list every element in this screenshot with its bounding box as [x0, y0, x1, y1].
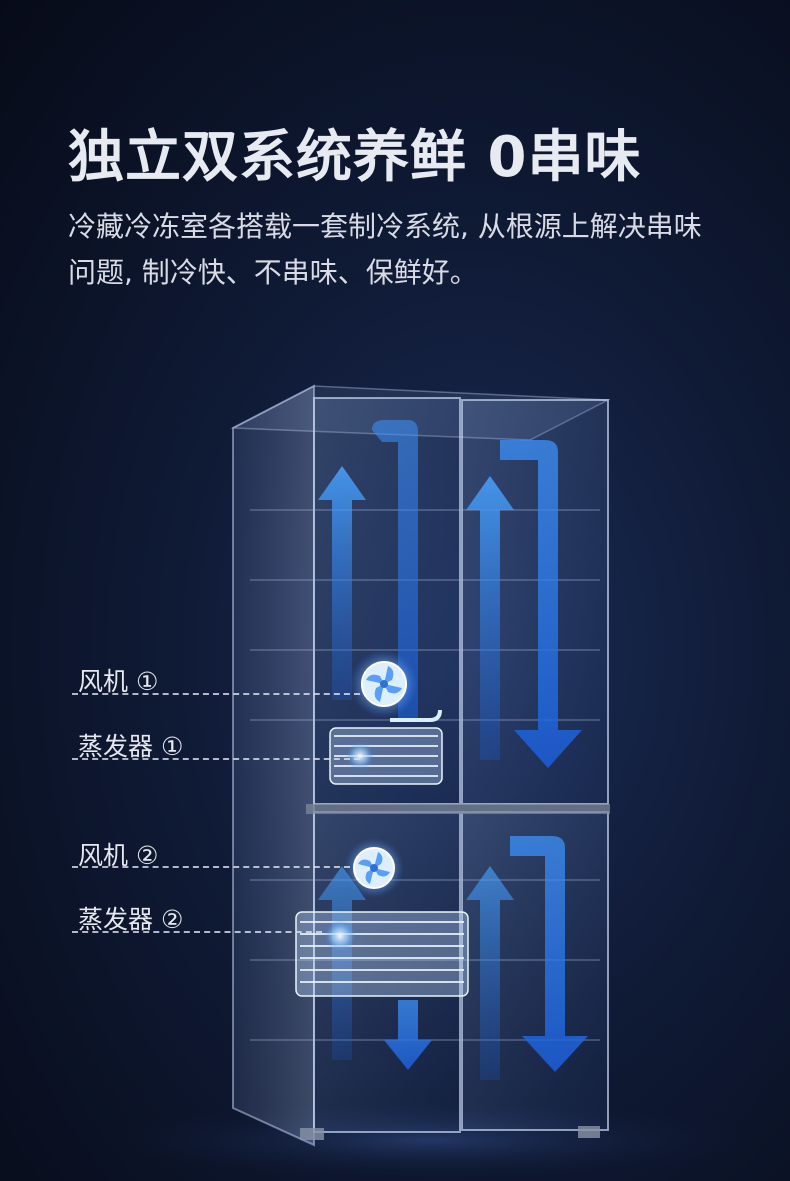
fan-1-leader-line	[72, 693, 360, 695]
evaporator-2-label: 蒸发器 ②	[78, 905, 184, 934]
evaporator-coil-icon	[329, 709, 443, 785]
fan-2-label: 风机 ②	[78, 841, 159, 870]
evaporator-1-label: 蒸发器 ①	[78, 732, 184, 761]
page-subtitle: 冷藏冷冻室各搭载一套制冷系统, 从根源上解决串味问题, 制冷快、不串味、保鲜好。	[68, 210, 702, 289]
page-title: 独立双系统养鲜 0串味	[68, 125, 642, 190]
evaporator-1-leader-line	[72, 758, 360, 760]
fan-1-label: 风机 ①	[78, 667, 159, 696]
fan-2-leader-line	[72, 866, 350, 868]
airflow-arrow-icon	[318, 420, 418, 720]
fan-icon	[350, 650, 418, 718]
evaporator-2-leader-line	[72, 931, 322, 933]
